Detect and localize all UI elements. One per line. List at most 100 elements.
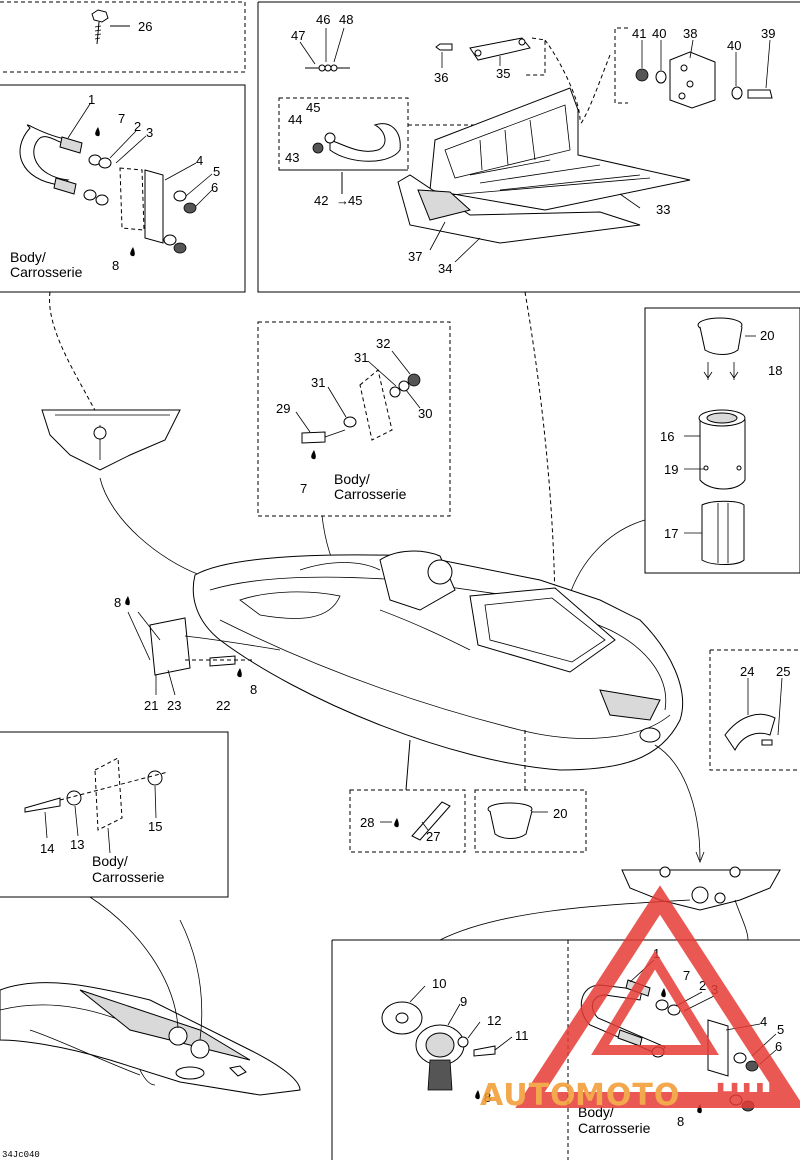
- body-label-line1: Body/: [10, 249, 46, 265]
- sleeve-17: [701, 500, 745, 565]
- leader-line: [524, 291, 556, 621]
- box-tray-top: 47 46 48 36 35 41 40 38: [257, 1, 800, 293]
- callout-17: 17: [664, 526, 678, 541]
- callout-5: 5: [213, 164, 220, 179]
- boat-hull-drawing: [149, 550, 684, 771]
- callout-28: 28: [360, 815, 374, 830]
- callout-33: 33: [656, 202, 670, 217]
- callout-20: 20: [760, 328, 774, 343]
- callout-18: 18: [768, 363, 782, 378]
- cup-ring-20: [697, 317, 743, 355]
- body-label-line2: Carrosserie: [578, 1120, 651, 1136]
- watermark-text-moto: MOTO: [575, 1078, 680, 1113]
- callout-9: 9: [460, 994, 467, 1009]
- tray-33: [429, 87, 691, 211]
- callout-40: 40: [727, 38, 741, 53]
- callout-38: 38: [683, 26, 697, 41]
- leader-line: [734, 899, 749, 941]
- callout-5: 5: [777, 1022, 784, 1037]
- callout-23: 23: [167, 698, 181, 713]
- callout-8: 8: [114, 595, 121, 610]
- callout-47: 47: [291, 28, 305, 43]
- box-handle-left: 1 7 2 3 4 5 6 8 Body/ Carrosserie: [0, 84, 246, 293]
- svg-text:→: →: [336, 193, 349, 208]
- watermark-text-auto: AUTO: [480, 1078, 577, 1113]
- callout-15: 15: [148, 819, 162, 834]
- callout-48: 48: [339, 12, 353, 27]
- loctite-drop-icon: [661, 988, 666, 998]
- callout-29: 29: [276, 401, 290, 416]
- watermark-logo: AUTO MOTO HUB: [480, 885, 800, 1113]
- callout-43: 43: [285, 150, 299, 165]
- callout-6: 6: [211, 180, 218, 195]
- callout-32: 32: [376, 336, 390, 351]
- watermark-triangle-icon: [515, 885, 800, 1108]
- body-label-line2: Carrosserie: [10, 264, 83, 280]
- loctite-drop-icon: [125, 596, 130, 606]
- callout-4: 4: [196, 153, 203, 168]
- callout-4: 4: [760, 1014, 767, 1029]
- callout-35: 35: [496, 66, 510, 81]
- callout-42: 42: [314, 193, 328, 208]
- leader-line: [99, 477, 201, 576]
- callout-11: 11: [515, 1028, 529, 1043]
- box-24-25: 24 25: [709, 649, 800, 771]
- callout-20: 20: [553, 806, 567, 821]
- callout-1: 1: [88, 92, 95, 107]
- callout-31: 31: [311, 375, 325, 390]
- callout-46: 46: [316, 12, 330, 27]
- backing-plate-4: [119, 167, 164, 244]
- callout-13: 13: [70, 837, 84, 852]
- callout-7: 7: [300, 481, 307, 496]
- callout-2: 2: [699, 978, 706, 993]
- callout-2: 2: [134, 119, 141, 134]
- callout-31: 31: [354, 350, 368, 365]
- callout-16: 16: [660, 429, 674, 444]
- body-label-line2: Carrosserie: [92, 869, 165, 885]
- watermark-text-hub: HUB: [715, 1078, 790, 1113]
- callout-10: 10: [432, 976, 446, 991]
- bracket-35: [469, 37, 531, 61]
- callout-19: 19: [664, 462, 678, 477]
- callout-24: 24: [740, 664, 754, 679]
- leader-line: [405, 739, 411, 791]
- body-label-line1: Body/: [334, 471, 370, 487]
- callout-22: 22: [216, 698, 230, 713]
- callout-26: 26: [138, 19, 152, 34]
- callout-8: 8: [112, 258, 119, 273]
- callout-21: 21: [144, 698, 158, 713]
- box-27-28: 28 27: [349, 789, 466, 853]
- screw-26-drawing: [91, 9, 109, 45]
- callout-14: 14: [40, 841, 54, 856]
- box-20-lower: 20: [474, 789, 587, 853]
- stern-detail-drawing: [0, 982, 301, 1096]
- callout-39: 39: [761, 26, 775, 41]
- callout-8: 8: [250, 682, 257, 697]
- callout-40: 40: [652, 26, 666, 41]
- callout-12: 12: [487, 1013, 501, 1028]
- box-fasteners-13-15: 14 13 15 Body/ Carrosserie: [0, 731, 229, 898]
- box-fasteners-29-32: 32 31 31 29 30 7 Body/ Carrosserie: [257, 321, 451, 517]
- drain-plug-9: [415, 1024, 465, 1091]
- leader-line: [654, 744, 701, 861]
- box-cupholder: 20 18 16 19 17: [644, 307, 800, 574]
- callout-45b: 45: [348, 193, 362, 208]
- loctite-drop-icon: [394, 818, 399, 828]
- leader-line: [567, 519, 646, 601]
- loctite-drop-icon: [95, 127, 100, 137]
- arrow-icon: [695, 851, 705, 864]
- latch-42: [329, 123, 401, 162]
- callout-27: 27: [426, 829, 440, 844]
- cup-holder-16: [698, 409, 746, 490]
- callout-44: 44: [288, 112, 302, 127]
- callout-7: 7: [118, 111, 125, 126]
- callout-7: 7: [683, 968, 690, 983]
- stern-plate-drawing: [621, 866, 781, 911]
- callout-8: 8: [484, 1090, 491, 1105]
- callout-30: 30: [418, 406, 432, 421]
- leader-line: [49, 291, 101, 421]
- callout-36: 36: [434, 70, 448, 85]
- box-screw-26: 26: [0, 1, 246, 73]
- washers-and-nuts-left: [83, 154, 197, 254]
